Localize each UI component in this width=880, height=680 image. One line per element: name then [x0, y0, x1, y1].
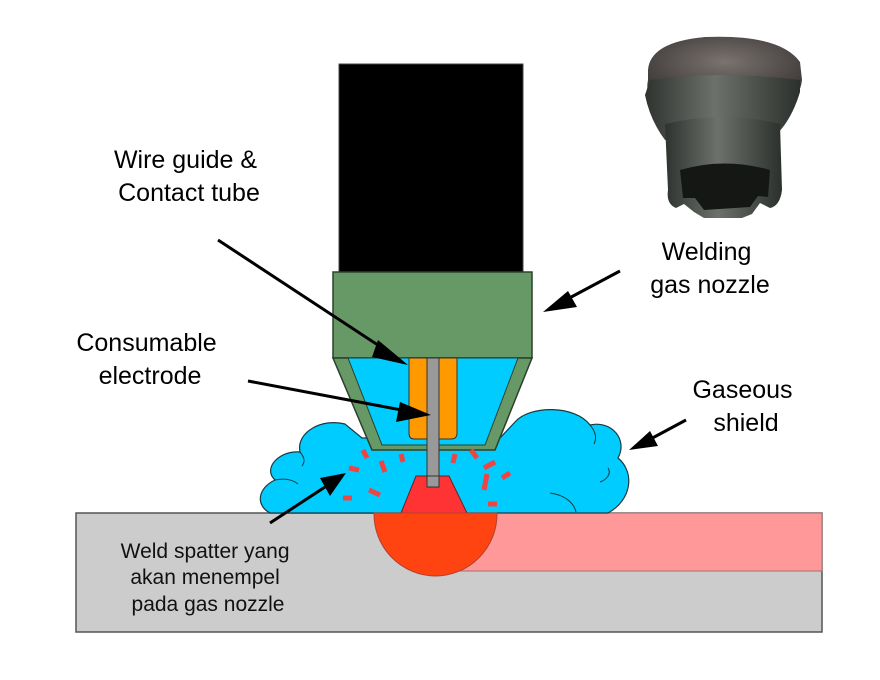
wire-guide-arrowhead — [372, 340, 408, 365]
torch-body — [338, 63, 524, 273]
cloud-fold — [589, 424, 597, 445]
label-gaseous-shield: Gaseous shield — [692, 376, 799, 437]
callout-arrows — [217, 238, 687, 525]
electrode-wire — [426, 357, 440, 488]
gas-nozzle-collar — [332, 271, 533, 359]
spatter-mark — [482, 459, 497, 471]
cloud-fold — [549, 492, 577, 513]
gas-nozzle-photo — [645, 36, 802, 218]
weld-pool — [373, 512, 498, 577]
electrode-tip — [426, 475, 440, 488]
nozzle-arrowhead — [543, 291, 577, 312]
spatter-mark — [450, 453, 458, 464]
shield-arrowhead — [629, 431, 658, 450]
label-weld-spatter: Weld spatter yang akan menempel pada gas… — [121, 540, 296, 616]
spatter-mark — [360, 448, 370, 460]
spatter-arrow-line — [269, 485, 326, 525]
spatter-mark — [367, 487, 382, 498]
spatter-mark — [398, 453, 406, 463]
spatter-mark — [500, 470, 512, 481]
spatter-mark — [469, 448, 479, 460]
cloud-fold — [299, 451, 305, 467]
spatter-mark — [378, 460, 388, 473]
spatter-arrowhead — [320, 473, 346, 496]
wire-guide-arrow-line — [217, 238, 391, 355]
spatter-mark — [481, 473, 490, 491]
spatter-mark — [348, 465, 360, 473]
electrode-arrowhead — [396, 402, 431, 422]
cloud-fold — [274, 478, 299, 485]
cloud-fold — [599, 467, 610, 483]
electrode-arrow-line — [247, 379, 413, 414]
weld-bead — [439, 512, 823, 572]
gaseous-shield-cloud — [259, 409, 630, 514]
label-electrode: Consumable electrode — [76, 329, 223, 390]
weld-spatter — [343, 448, 512, 507]
label-wire-guide: Wire guide & Contact tube — [114, 146, 264, 207]
label-gas-nozzle: Welding gas nozzle — [650, 238, 770, 299]
